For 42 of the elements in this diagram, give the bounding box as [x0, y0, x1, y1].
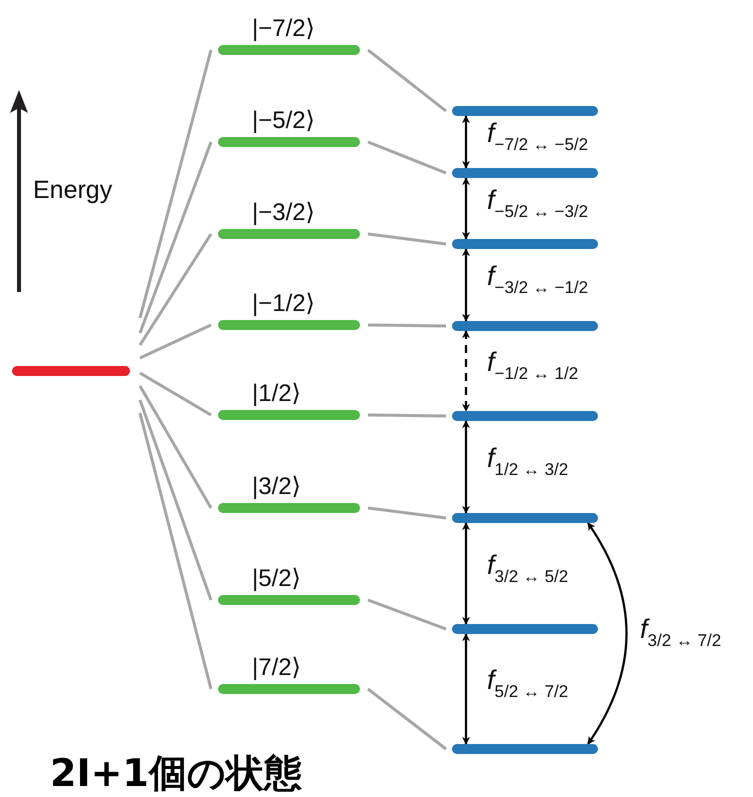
edge-label: f$_{−7/2 ↔ −5/2}$: [487, 120, 588, 153]
connector-line: [138, 233, 212, 346]
connector-line: [139, 372, 212, 416]
edge-label: f$_{3/2 ↔ 5/2}$: [487, 552, 568, 584]
caption-text: 2I+1個の状態: [50, 750, 302, 797]
state-label: |3/2⟩: [252, 472, 301, 502]
transition-arrow: [462, 248, 470, 322]
state-label: |−5/2⟩: [252, 106, 315, 136]
edge-label: f$_{1/2 ↔ 3/2}$: [487, 445, 568, 478]
connector-line: [138, 400, 212, 600]
state-label: |1/2⟩: [252, 379, 301, 409]
axis-label: Energy: [33, 176, 112, 205]
edge-label: f$_{5/2 ↔ 7/2}$: [487, 667, 568, 700]
edge-label: f$_{−1/2 ↔ 1/2}$: [487, 349, 578, 382]
transition-arrow: [462, 330, 470, 412]
connector-line: [368, 506, 446, 520]
connector-line: [367, 688, 447, 750]
state-label: |−3/2⟩: [252, 198, 315, 228]
connector-line: [138, 385, 212, 509]
connector-line: [368, 232, 446, 246]
connector-line: [367, 48, 447, 112]
state-label: |5/2⟩: [252, 564, 301, 594]
transition-arrow: [587, 522, 628, 745]
state-label: |−7/2⟩: [252, 14, 315, 44]
state-label: |−1/2⟩: [252, 289, 315, 319]
connector-line: [138, 412, 212, 690]
connector-line: [138, 141, 212, 334]
transition-arrow: [462, 115, 470, 169]
connector-line: [138, 50, 212, 318]
edge-label: f$_{3/2 ↔ 7/2}$: [640, 616, 722, 648]
connector-line: [367, 140, 447, 174]
connector-line: [368, 324, 446, 328]
connector-line: [368, 414, 446, 418]
connector-line: [139, 324, 212, 360]
transition-arrow: [462, 522, 470, 625]
edge-label: f$_{−5/2 ↔ −3/2}$: [487, 186, 588, 220]
state-label: |7/2⟩: [252, 653, 301, 683]
transition-arrow: [462, 633, 470, 745]
connector-line: [367, 598, 447, 630]
transition-arrow: [462, 177, 470, 240]
transition-arrow: [462, 420, 470, 514]
edge-label: f$_{−3/2 ↔ −1/2}$: [487, 263, 588, 296]
